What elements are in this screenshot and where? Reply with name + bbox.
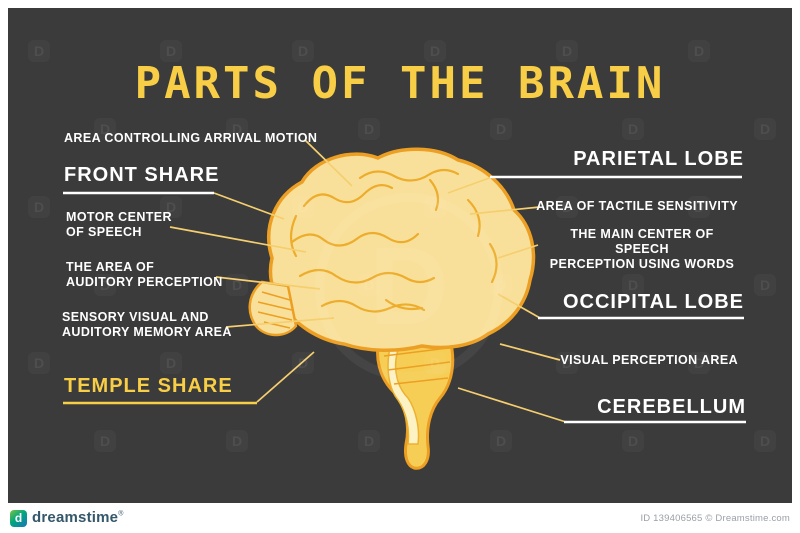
label-front-share: FRONT SHARE [64, 164, 220, 186]
label-speech-perception-center: THE MAIN CENTER OF SPEECH PERCEPTION USI… [549, 227, 735, 271]
dreamstime-brand-text: dreamstime [32, 509, 119, 526]
footer-id-text: ID 139406565 © Dreamstime.com [640, 512, 790, 524]
label-tactile-sensitivity: AREA OF TACTILE SENSITIVITY [536, 199, 738, 213]
label-visual-perception-area: VISUAL PERCEPTION AREA [560, 353, 738, 367]
label-arrival-motion: AREA CONTROLLING ARRIVAL MOTION [64, 131, 318, 145]
dreamstime-logo: d dreamstime® [10, 509, 123, 527]
brain-illustration [248, 147, 536, 470]
label-auditory-perception: THE AREA OF AUDITORY PERCEPTION [66, 260, 223, 289]
label-cerebellum: CEREBELLUM [597, 396, 746, 418]
diagram-canvas: PARTS OF THE BRAIN AREA CONTROLLING ARRI… [8, 8, 792, 503]
label-underlines [63, 175, 746, 424]
label-temple-share: TEMPLE SHARE [64, 375, 233, 397]
label-parietal-lobe: PARIETAL LOBE [573, 148, 744, 170]
dreamstime-icon: d [10, 509, 27, 527]
stem-hatching [383, 347, 451, 385]
page-title: PARTS OF THE BRAIN [134, 58, 666, 109]
gyri-lines [289, 168, 498, 313]
brain-diagram-svg [63, 139, 746, 470]
registered-mark: ® [118, 510, 124, 518]
leader-lines [169, 139, 567, 423]
temporal-pole-hatching [257, 291, 293, 329]
label-sensory-memory-area: SENSORY VISUAL AND AUDITORY MEMORY AREA [62, 310, 232, 339]
watermark-footer: d dreamstime® ID 139406565 © Dreamstime.… [0, 503, 800, 533]
label-occipital-lobe: OCCIPITAL LOBE [562, 291, 744, 313]
label-motor-center-of-speech: MOTOR CENTER OF SPEECH [66, 210, 172, 239]
brain-stem-inner [387, 347, 420, 445]
